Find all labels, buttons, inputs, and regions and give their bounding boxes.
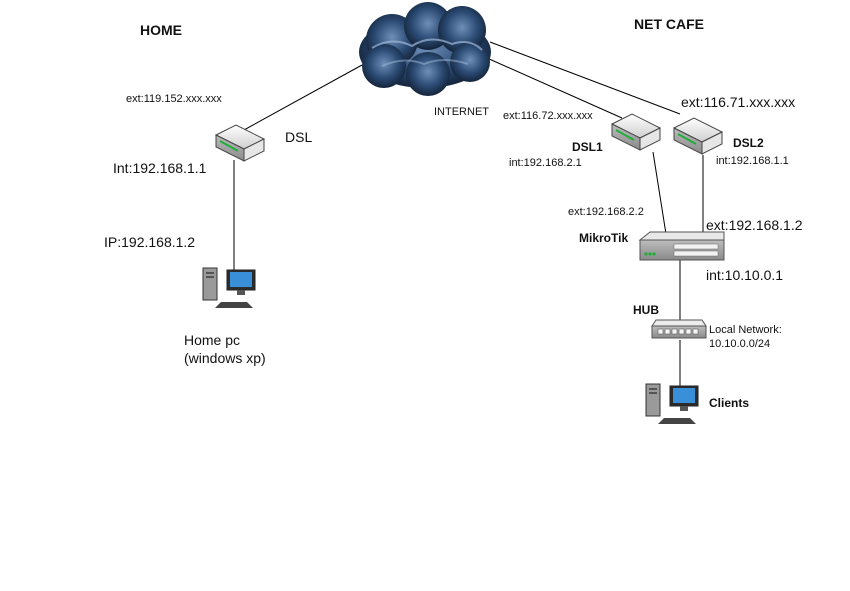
mikrotik-router-icon [638, 231, 725, 261]
internet-cloud-icon [359, 2, 491, 96]
dsl2-modem-icon [672, 117, 724, 155]
clients-label: Clients [709, 396, 750, 410]
home-dsl-label: DSL [285, 129, 313, 145]
home-title: HOME [140, 22, 182, 38]
link-dsl1-mikrotik [652, 151, 667, 235]
home-int-ip: Int:192.168.1.1 [113, 160, 207, 176]
home-pc-icon [202, 267, 256, 308]
link-internet-dsl1 [486, 57, 623, 119]
dsl2-label: DSL2 [733, 136, 764, 150]
link-internet-home-dsl [243, 64, 363, 131]
hub-icon [651, 319, 707, 339]
mikrotik-ext-ip-1: ext:192.168.2.2 [568, 206, 644, 218]
dsl2-ext-ip: ext:116.71.xxx.xxx [681, 94, 796, 110]
mikrotik-int-ip: int:10.10.0.1 [706, 267, 784, 283]
dsl1-label: DSL1 [572, 140, 603, 154]
clients-pc-icon [645, 383, 699, 424]
internet-label: INTERNET [434, 106, 489, 118]
home-ext-ip: ext:119.152.xxx.xxx [126, 93, 222, 105]
netcafe-title: NET CAFE [634, 16, 704, 32]
home-pc-ip: IP:192.168.1.2 [104, 234, 196, 250]
mikrotik-label: MikroTik [579, 231, 629, 245]
connection-lines [233, 41, 704, 388]
home-dsl-modem-icon [214, 124, 266, 162]
hub-label: HUB [633, 303, 659, 317]
local-network-label: Local Network: 10.10.0.0/24 [709, 324, 782, 351]
mikrotik-ext-ip-2: ext:192.168.1.2 [706, 217, 803, 233]
dsl1-ext-ip: ext:116.72.xxx.xxx [503, 110, 593, 122]
dsl2-int-ip: int:192.168.1.1 [716, 155, 789, 167]
home-pc-label: Home pc (windows xp) [184, 332, 266, 367]
dsl1-int-ip: int:192.168.2.1 [509, 157, 582, 169]
dsl1-modem-icon [610, 113, 662, 151]
link-internet-dsl2 [489, 41, 681, 115]
